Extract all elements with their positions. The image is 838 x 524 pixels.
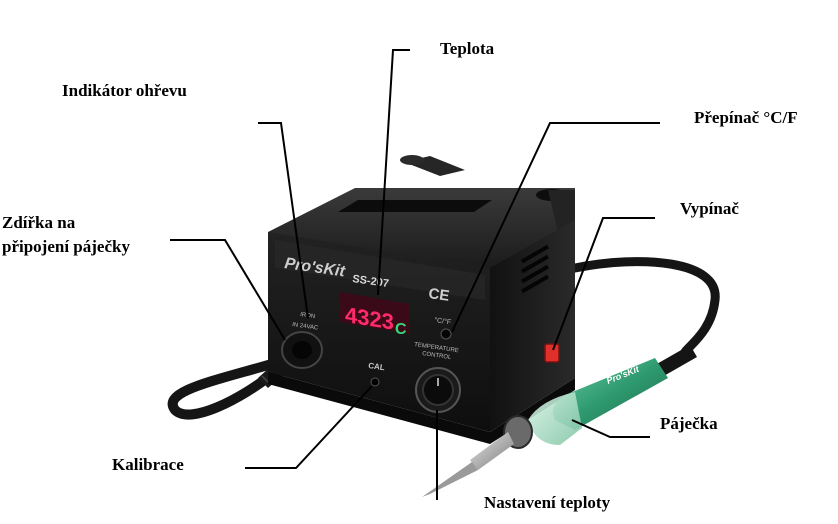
leader-iron	[571, 419, 650, 438]
label-socket-line2: připojení páječky	[2, 237, 130, 256]
leader-lines	[170, 49, 660, 500]
leader-cf-switch	[451, 122, 660, 333]
iron-cable	[570, 257, 720, 357]
label-cf-switch: Přepínač °C/F	[694, 108, 798, 127]
label-heat-indicator: Indikátor ohřevu	[62, 81, 187, 100]
display-window	[340, 292, 410, 334]
label-iron: Páječka	[660, 414, 718, 433]
leader-temperature	[377, 49, 410, 296]
iron-grip	[528, 392, 582, 445]
leader-heat-indicator	[258, 122, 309, 319]
cf-switch-button[interactable]	[440, 328, 452, 340]
knob-label-bottom: CONTROL	[422, 351, 453, 361]
calibration-hole[interactable]	[370, 377, 380, 387]
station-cable	[167, 355, 290, 420]
ce-mark: CE	[427, 285, 450, 305]
top-recess	[338, 200, 492, 212]
cal-label: CAL	[368, 361, 386, 372]
leader-socket	[170, 239, 286, 341]
leader-power-switch	[552, 217, 655, 351]
label-calibration: Kalibrace	[112, 455, 184, 474]
iron-tip	[422, 462, 478, 497]
label-temperature: Teplota	[440, 39, 495, 58]
housing-side	[490, 220, 575, 432]
iron-handle	[552, 358, 668, 430]
cf-switch-label: °C/°F	[434, 316, 452, 326]
label-socket-line1: Zdířka na	[2, 213, 76, 232]
model-label: SS-207	[352, 273, 390, 290]
label-power-switch: Vypínač	[680, 199, 739, 218]
socket-voltage-label: IN 24VAC	[292, 322, 319, 332]
side-vents	[521, 244, 549, 294]
power-switch[interactable]	[544, 343, 560, 363]
display-unit: C	[395, 321, 407, 338]
leader-calibration	[245, 385, 373, 469]
label-temp-setting: Nastavení teploty	[484, 493, 611, 512]
